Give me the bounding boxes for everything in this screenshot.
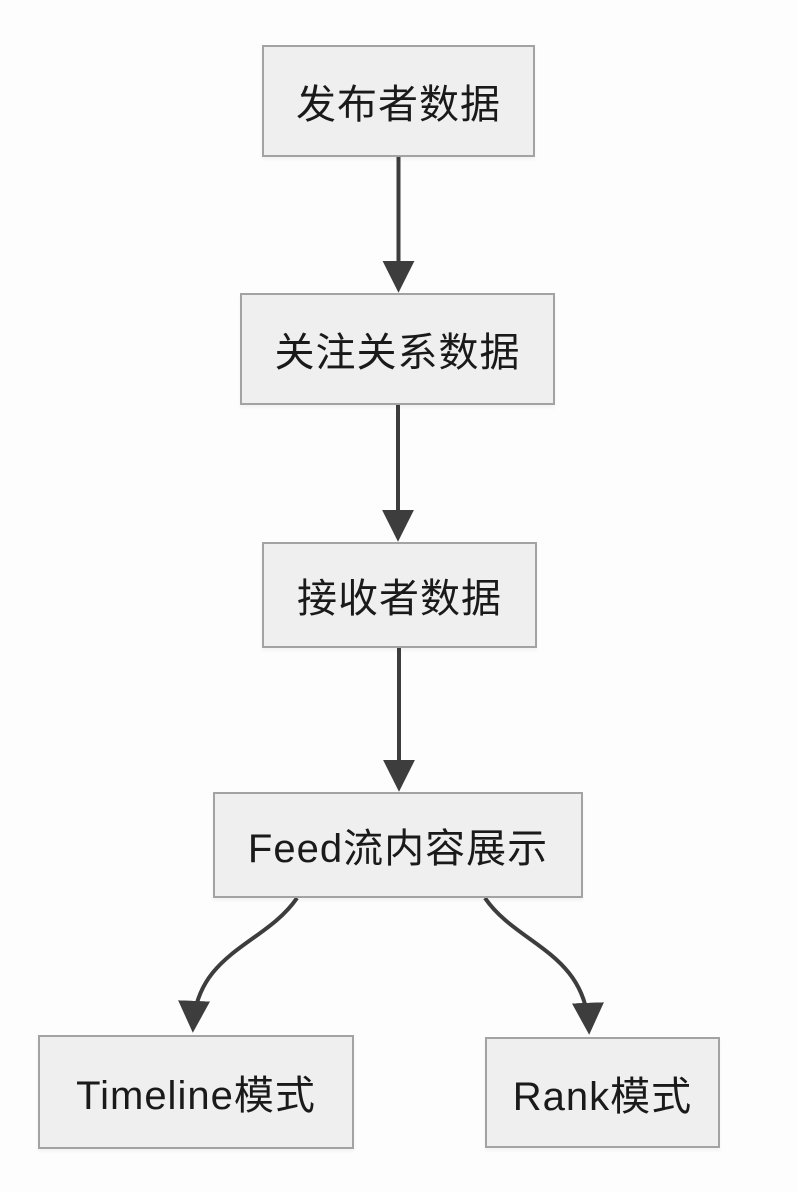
edge-feed-to-timeline [178,896,299,1033]
node-feed-content-display: Feed流内容展示 [213,792,583,898]
node-receiver-data: 接收者数据 [262,542,537,648]
node-follow-relation-data: 关注关系数据 [240,293,555,405]
node-rank-mode: Rank模式 [485,1037,720,1148]
node-timeline-mode: Timeline模式 [38,1035,354,1149]
edge-feed-to-rank [483,896,604,1035]
node-publisher-data: 发布者数据 [262,45,535,157]
